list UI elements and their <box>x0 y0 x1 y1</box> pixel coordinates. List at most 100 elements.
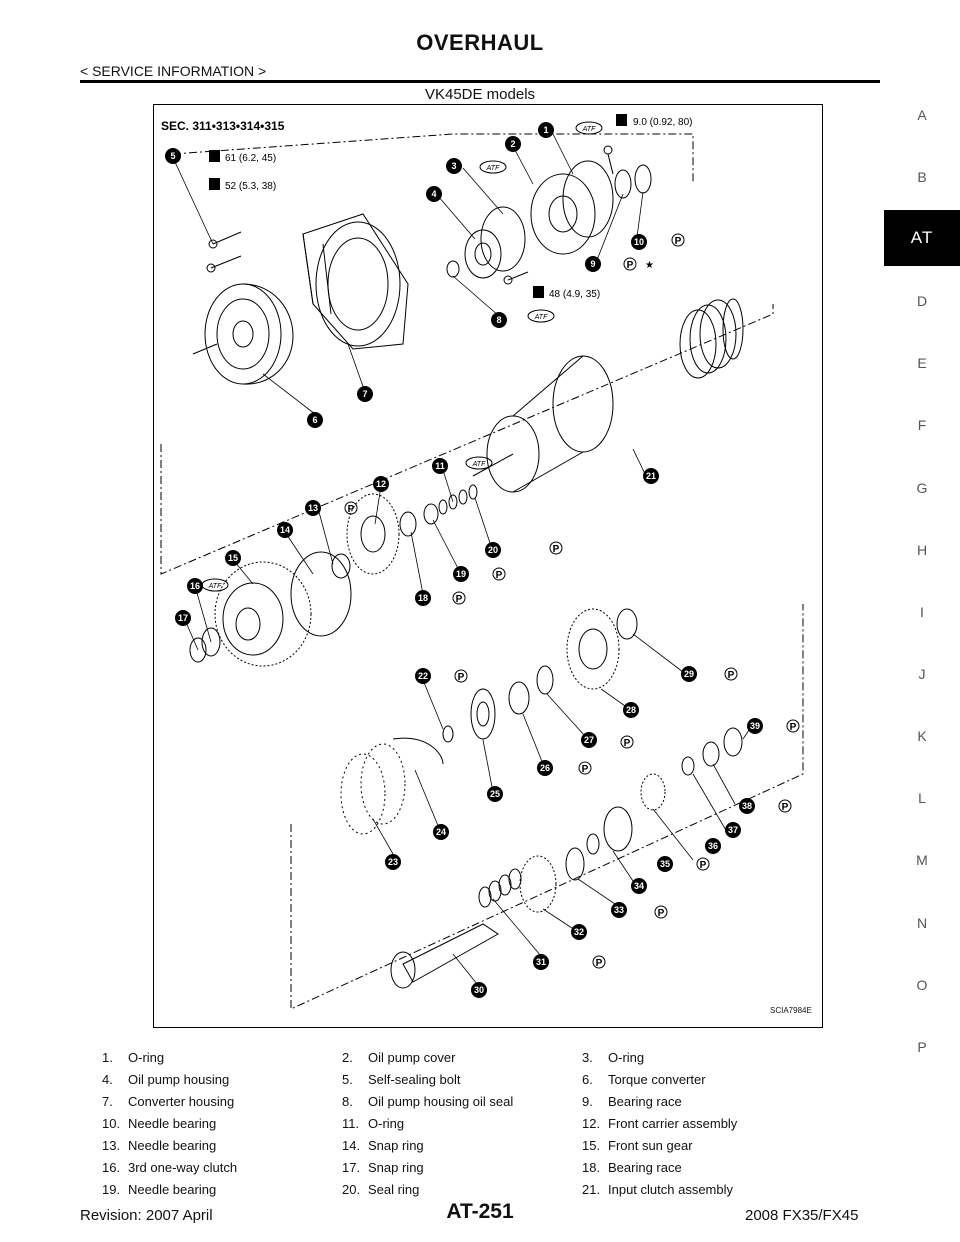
star-mark: ★ <box>645 260 654 271</box>
p-mark-26-label: P <box>582 764 589 775</box>
svg-text:28: 28 <box>626 705 636 715</box>
svg-text:10: 10 <box>634 237 644 247</box>
side-index-a[interactable]: A <box>917 107 927 123</box>
callout-4: 4 <box>426 186 442 202</box>
callout-37: 37 <box>725 822 741 838</box>
page-title: OVERHAUL <box>416 30 544 55</box>
svg-text:13: 13 <box>308 503 318 513</box>
svg-text:8: 8 <box>496 315 501 325</box>
p-mark-38-label: P <box>782 802 789 813</box>
p-mark-9-label: P <box>627 260 634 271</box>
header-rule <box>80 80 880 83</box>
side-index-e[interactable]: E <box>917 355 927 371</box>
svg-text:31: 31 <box>536 957 546 967</box>
rear-planetary-shape <box>340 608 743 989</box>
side-index-h[interactable]: H <box>916 542 928 558</box>
callout-7: 7 <box>357 386 373 402</box>
svg-text:25: 25 <box>490 789 500 799</box>
svg-text:35: 35 <box>660 859 670 869</box>
p-mark-33-label: P <box>658 908 665 919</box>
side-index-f[interactable]: F <box>917 417 927 433</box>
side-index-p[interactable]: P <box>917 1039 927 1055</box>
callout-20: 20 <box>485 542 501 558</box>
legend-item: 4.Oil pump housing <box>102 1072 230 1087</box>
p-mark-20-label: P <box>553 544 560 555</box>
side-index-i[interactable]: I <box>920 604 924 620</box>
legend-row: 7.Converter housing 8.Oil pump housing o… <box>102 1094 822 1116</box>
figure-frame <box>153 104 823 1028</box>
legend-item: 11.O-ring <box>342 1116 405 1131</box>
p-mark-27 <box>620 735 634 749</box>
svg-text:38: 38 <box>742 801 752 811</box>
side-index-o[interactable]: O <box>916 977 928 993</box>
callout-10: 10 <box>631 234 647 250</box>
svg-text:5: 5 <box>170 151 175 161</box>
svg-text:2: 2 <box>510 139 515 149</box>
svg-text:4: 4 <box>431 189 436 199</box>
svg-text:14: 14 <box>280 525 290 535</box>
callout-2: 2 <box>505 136 521 152</box>
atf-label-11: ATF <box>472 461 486 468</box>
figure-caption: VK45DE models <box>424 86 536 103</box>
legend-row: 4.Oil pump housing 5.Self-sealing bolt 6… <box>102 1072 822 1094</box>
page-number: AT-251 <box>446 1200 514 1223</box>
atf-oval-1 <box>575 121 603 135</box>
atf-label-3: ATF <box>486 165 500 172</box>
parts-legend: 1.O-ring 2.Oil pump cover 3.O-ring 4.Oil… <box>102 1050 822 1204</box>
torque-converter-shape <box>192 283 294 385</box>
p-mark-26 <box>578 761 592 775</box>
side-index-k[interactable]: K <box>917 728 927 744</box>
callout-16: 16 <box>187 578 203 594</box>
p-mark-10-label: P <box>675 236 682 247</box>
svg-text:34: 34 <box>634 881 644 891</box>
callout-34: 34 <box>631 878 647 894</box>
atf-oval-3 <box>479 160 507 174</box>
p-mark-9 <box>623 257 637 271</box>
side-index-n[interactable]: N <box>916 915 928 931</box>
callout-25: 25 <box>487 786 503 802</box>
legend-item: 20.Seal ring <box>342 1182 420 1197</box>
side-index-m[interactable]: M <box>916 852 928 868</box>
side-index-j[interactable]: J <box>918 666 926 682</box>
callout-19: 19 <box>453 566 469 582</box>
legend-item: 17.Snap ring <box>342 1160 424 1175</box>
p-mark-38 <box>778 799 792 813</box>
legend-item: 21.Input clutch assembly <box>582 1182 734 1197</box>
section-outline-3 <box>290 604 804 1010</box>
callout-11: 11 <box>432 458 448 474</box>
svg-text:18: 18 <box>418 593 428 603</box>
side-index-b[interactable]: B <box>917 169 927 185</box>
side-index-l[interactable]: L <box>918 790 926 806</box>
section-outline-1 <box>172 133 694 184</box>
side-index-active-tab[interactable]: AT <box>884 210 960 266</box>
side-index-g[interactable]: G <box>916 480 928 496</box>
legend-row: 16.3rd one-way clutch 17.Snap ring 18.Be… <box>102 1160 822 1182</box>
side-index-d[interactable]: D <box>916 293 928 309</box>
callout-28: 28 <box>623 702 639 718</box>
callout-38: 38 <box>739 798 755 814</box>
p-mark-19-label: P <box>496 570 503 581</box>
front-carrier-shape <box>189 484 478 667</box>
svg-text:30: 30 <box>474 985 484 995</box>
callouts: 1 2 3 4 5 6 7 8 9 10 11 12 13 14 15 16 1… <box>165 122 763 998</box>
callout-31: 31 <box>533 954 549 970</box>
section-outline-2 <box>160 304 774 575</box>
svg-text:33: 33 <box>614 905 624 915</box>
atf-label-1: ATF <box>582 126 596 133</box>
torque-spec-2: 61 (6.2, 45) <box>209 150 276 164</box>
legend-item: 6.Torque converter <box>582 1072 706 1087</box>
legend-item: 13.Needle bearing <box>102 1138 217 1153</box>
p-mark-29 <box>724 667 738 681</box>
callout-9: 9 <box>585 256 601 272</box>
svg-text:17: 17 <box>178 613 188 623</box>
atf-oval-8 <box>527 309 555 323</box>
legend-item: 7.Converter housing <box>102 1094 235 1109</box>
svg-text:27: 27 <box>584 735 594 745</box>
callout-27: 27 <box>581 732 597 748</box>
legend-item: 3.O-ring <box>582 1050 645 1065</box>
svg-text:23: 23 <box>388 857 398 867</box>
svg-text:16: 16 <box>190 581 200 591</box>
figure-code: SCIA7984E <box>770 1006 812 1015</box>
svg-text:9.0 (0.92, 80): 9.0 (0.92, 80) <box>633 117 692 128</box>
svg-text:20: 20 <box>488 545 498 555</box>
